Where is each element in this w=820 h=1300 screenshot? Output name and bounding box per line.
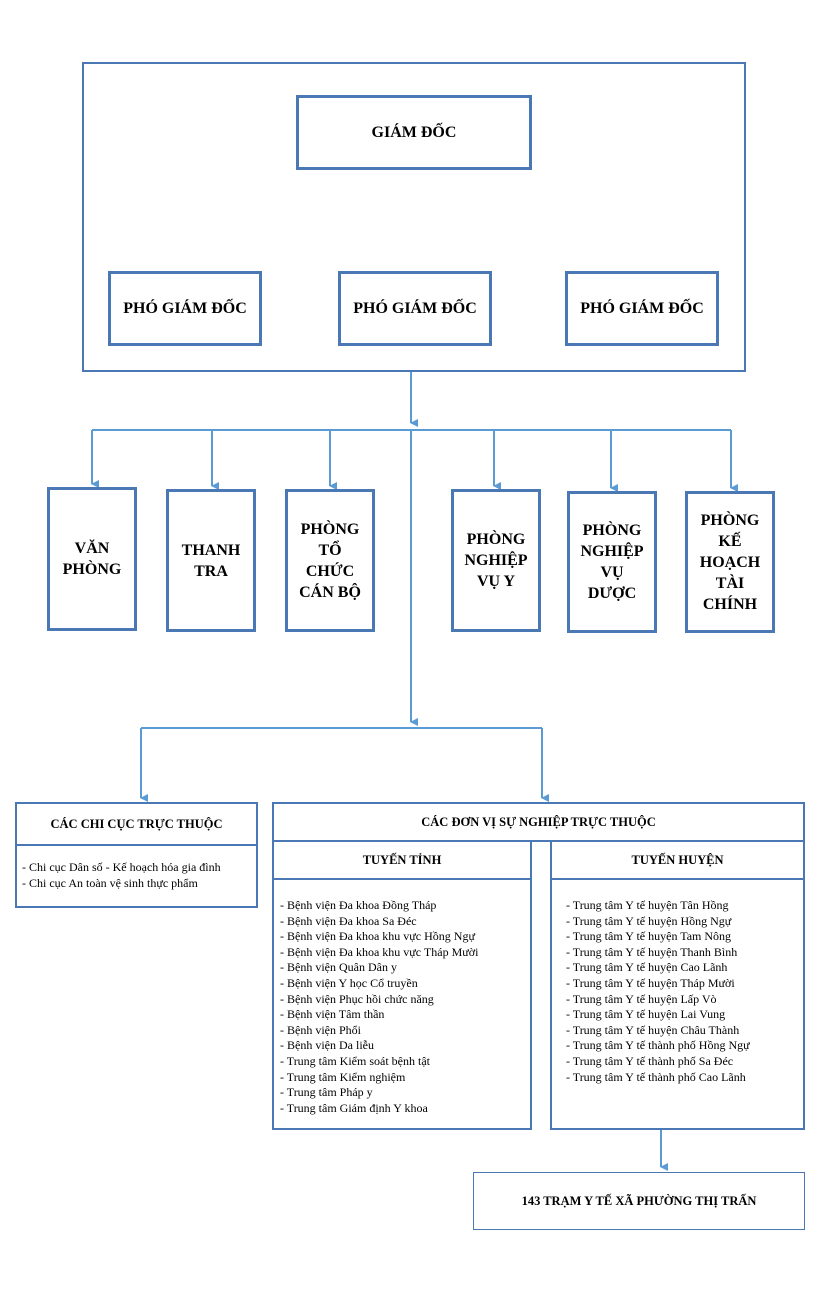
list-item: - Bệnh viện Quân Dân y [280, 960, 397, 975]
department-box-van-phong: VĂN PHÒNG [47, 487, 137, 631]
province-level-list: - Bệnh viện Đa khoa Đồng Tháp - Bệnh việ… [272, 878, 532, 1130]
affiliated-units-title: CÁC ĐƠN VỊ SỰ NGHIỆP TRỰC THUỘC [421, 814, 656, 829]
department-box-thanh-tra: THANH TRA [166, 489, 256, 632]
list-item: - Trung tâm Y tế huyện Cao Lãnh [566, 960, 728, 975]
list-item: - Trung tâm Y tế huyện Tháp Mười [566, 975, 735, 990]
director-box: GIÁM ĐỐC [296, 95, 532, 170]
sub-departments-title: CÁC CHI CỤC TRỰC THUỘC [50, 816, 223, 831]
deputy-director-label: PHÓ GIÁM ĐỐC [123, 299, 247, 317]
list-item: - Trung tâm Y tế huyện Hồng Ngự [566, 913, 732, 928]
department-box-ke-hoach-tai-chinh: PHÒNG KẾ HOẠCH TÀI CHÍNH [685, 491, 775, 633]
list-item: - Trung tâm Pháp y [280, 1085, 373, 1100]
list-item: - Trung tâm Y tế huyện Lai Vung [566, 1007, 726, 1022]
list-item: - Trung tâm Kiểm soát bệnh tật [280, 1053, 430, 1068]
district-level-title: TUYẾN HUYỆN [631, 852, 724, 867]
deputy-director-label: PHÓ GIÁM ĐỐC [353, 299, 477, 317]
department-label: THANH TRA [181, 541, 241, 580]
department-label: VĂN PHÒNG [62, 540, 122, 578]
list-item: - Trung tâm Y tế thành phố Cao Lãnh [566, 1069, 746, 1084]
list-item: - Trung tâm Kiểm nghiệm [280, 1069, 406, 1084]
list-item: - Bệnh viện Đa khoa khu vực Hồng Ngự [280, 929, 475, 944]
department-box-nghiep-vu-duoc: PHÒNG NGHIỆP VỤ DƯỢC [567, 491, 657, 633]
list-item: - Bệnh viện Y học Cổ truyền [280, 975, 418, 990]
list-item: - Trung tâm Y tế huyện Tam Nông [566, 929, 732, 944]
list-item: - Trung tâm Giám định Y khoa [280, 1100, 428, 1115]
province-level-title-box: TUYẾN TỈNH [272, 840, 532, 880]
list-item: - Bệnh viện Đa khoa khu vực Tháp Mười [280, 944, 479, 959]
director-label: GIÁM ĐỐC [371, 123, 457, 141]
list-item: - Trung tâm Y tế thành phố Sa Đéc [566, 1053, 734, 1068]
department-label: PHÒNG KẾ HOẠCH TÀI CHÍNH [699, 511, 761, 613]
list-item: - Trung tâm Y tế huyện Thanh Bình [566, 944, 738, 959]
list-item: - Chi cục Dân số - Kế hoạch hóa gia đình [22, 860, 221, 874]
list-item: - Bệnh viện Tâm thần [280, 1007, 385, 1022]
list-item: - Trung tâm Y tế huyện Châu Thành [566, 1022, 740, 1037]
list-item: - Bệnh viện Da liễu [280, 1038, 374, 1053]
deputy-director-label: PHÓ GIÁM ĐỐC [580, 299, 704, 317]
deputy-director-box: PHÓ GIÁM ĐỐC [108, 271, 262, 346]
department-box-nghiep-vu-y: PHÒNG NGHIỆP VỤ Y [451, 489, 541, 632]
list-item: - Bệnh viện Đa khoa Sa Đéc [280, 913, 417, 928]
commune-stations-label: 143 TRẠM Y TẾ XÃ PHƯỜNG THỊ TRẤN [521, 1193, 757, 1208]
list-item: - Bệnh viện Phổi [280, 1022, 361, 1037]
sub-departments-list: - Chi cục Dân số - Kế hoạch hóa gia đình… [15, 844, 258, 908]
deputy-director-box: PHÓ GIÁM ĐỐC [565, 271, 719, 346]
list-item: - Bệnh viện Đa khoa Đồng Tháp [280, 898, 437, 912]
list-item: - Trung tâm Y tế huyện Lấp Vò [566, 991, 717, 1006]
commune-stations-box: 143 TRẠM Y TẾ XÃ PHƯỜNG THỊ TRẤN [473, 1172, 805, 1230]
deputy-director-box: PHÓ GIÁM ĐỐC [338, 271, 492, 346]
list-item: - Chi cục An toàn vệ sinh thực phẩm [22, 875, 198, 890]
department-label: PHÒNG NGHIỆP VỤ Y [464, 531, 528, 590]
province-level-title: TUYẾN TỈNH [362, 852, 442, 867]
department-label: PHÒNG NGHIỆP VỤ DƯỢC [580, 522, 644, 602]
affiliated-units-title-box: CÁC ĐƠN VỊ SỰ NGHIỆP TRỰC THUỘC [272, 802, 805, 842]
department-box-to-chuc-can-bo: PHÒNG TỔ CHỨC CÁN BỘ [285, 489, 375, 632]
list-item: - Trung tâm Y tế thành phố Hồng Ngự [566, 1038, 750, 1053]
district-level-title-box: TUYẾN HUYỆN [550, 840, 805, 880]
department-label: PHÒNG TỔ CHỨC CÁN BỘ [299, 520, 361, 601]
sub-departments-title-box: CÁC CHI CỤC TRỰC THUỘC [15, 802, 258, 846]
list-item: - Trung tâm Y tế huyện Tân Hồng [566, 898, 729, 912]
list-item: - Bệnh viện Phục hồi chức năng [280, 991, 434, 1006]
district-level-list: - Trung tâm Y tế huyện Tân Hồng - Trung … [550, 878, 805, 1130]
